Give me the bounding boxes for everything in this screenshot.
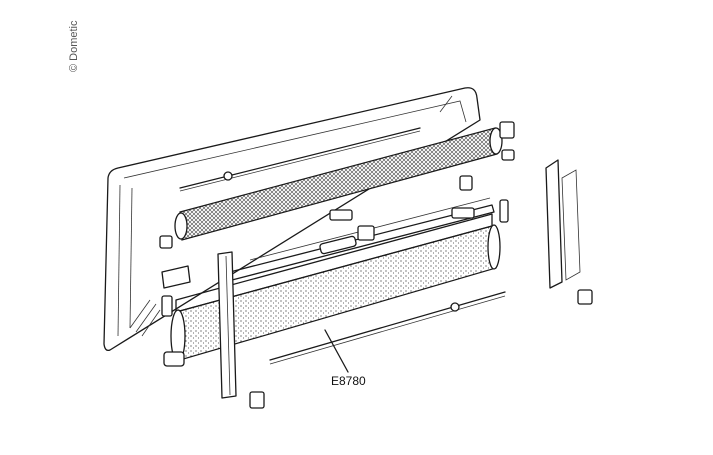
window-frame-icon xyxy=(103,87,481,352)
tension-cord-icon xyxy=(179,127,421,192)
callout-leader xyxy=(324,329,349,373)
clip-icon xyxy=(249,391,265,409)
blind-roller-icon xyxy=(163,213,501,367)
copyright-text: © Dometic xyxy=(68,20,80,72)
tension-cord-lower-icon xyxy=(269,291,506,365)
side-rail-icon xyxy=(217,251,237,399)
end-cap-icon xyxy=(159,235,593,317)
part-number-label: E8780 xyxy=(331,374,366,388)
insect-screen-roller-icon xyxy=(174,121,515,241)
guide-bar-icon xyxy=(229,175,509,281)
side-rail-right-icon xyxy=(545,159,581,289)
